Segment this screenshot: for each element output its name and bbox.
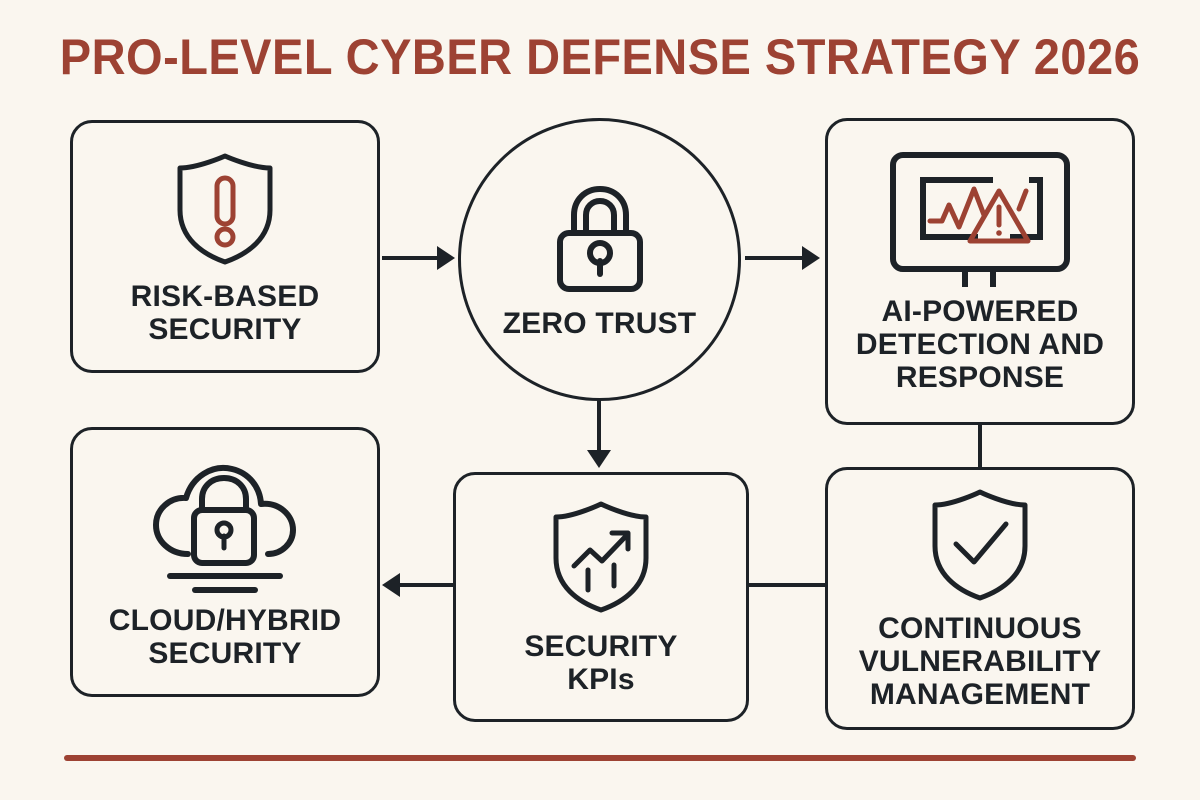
node-risk-based-security[interactable]: RISK-BASED SECURITY: [70, 120, 380, 373]
shield-exclamation-icon: [170, 148, 280, 268]
padlock-icon: [544, 179, 656, 297]
cloud-lock-icon: [140, 454, 310, 594]
node-label: ZERO TRUST: [502, 307, 697, 340]
node-label: CLOUD/HYBRID SECURITY: [108, 604, 342, 670]
footer-rule: [64, 755, 1136, 761]
node-ai-powered-detection-and-response[interactable]: AI-POWERED DETECTION AND RESPONSE: [825, 118, 1135, 425]
node-zero-trust[interactable]: ZERO TRUST: [458, 118, 741, 401]
node-cloud-hybrid-security[interactable]: CLOUD/HYBRID SECURITY: [70, 427, 380, 697]
node-label: SECURITY KPIs: [524, 630, 678, 696]
shield-check-icon: [925, 486, 1035, 604]
node-label: RISK-BASED SECURITY: [130, 279, 320, 346]
shield-trend-arrow-icon: [546, 498, 656, 616]
node-label: CONTINUOUS VULNERABILITY MANAGEMENT: [858, 612, 1102, 711]
monitor-alert-chart-icon: [880, 149, 1080, 293]
node-continuous-vulnerability-management[interactable]: CONTINUOUS VULNERABILITY MANAGEMENT: [825, 467, 1135, 730]
node-label: AI-POWERED DETECTION AND RESPONSE: [855, 295, 1105, 394]
page-title: PRO-LEVEL CYBER DEFENSE STRATEGY 2026: [59, 29, 1141, 85]
node-security-kpis[interactable]: SECURITY KPIs: [453, 472, 749, 722]
